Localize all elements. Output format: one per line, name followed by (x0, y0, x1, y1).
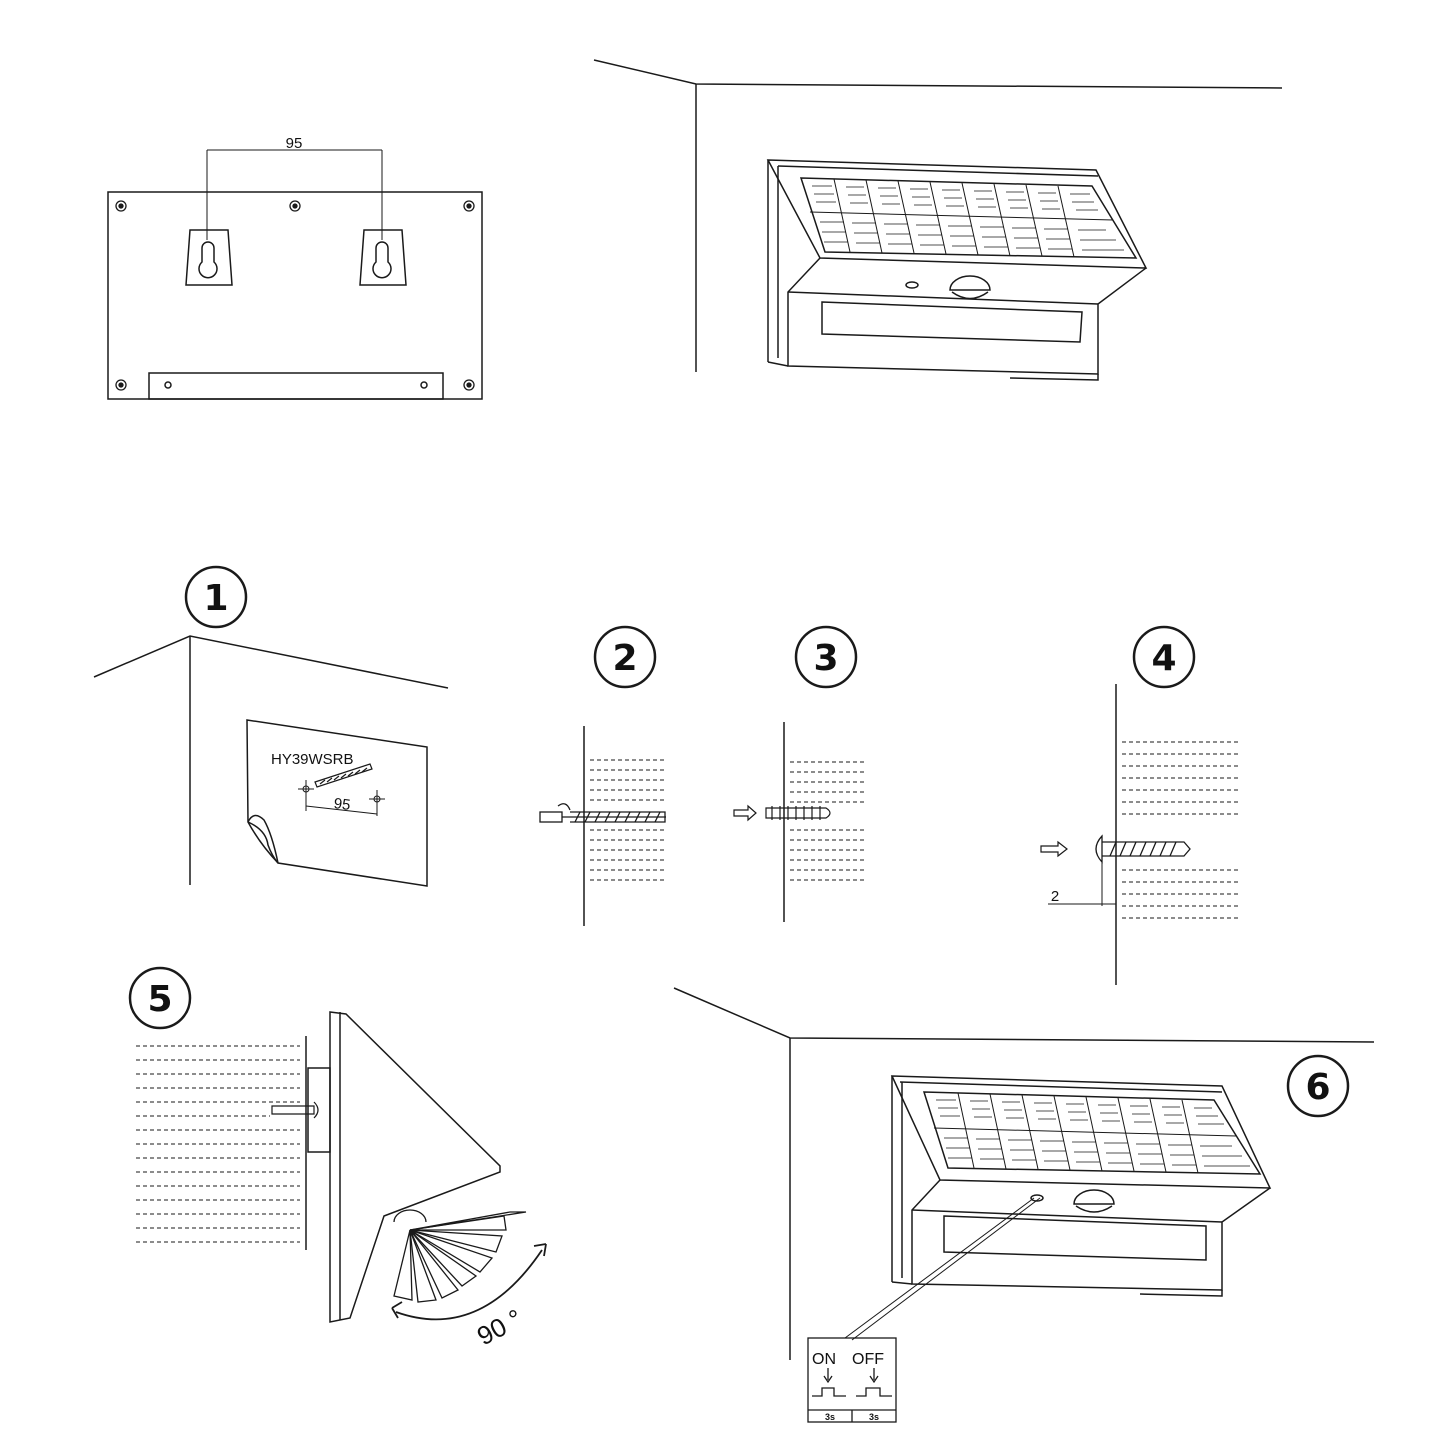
keyhole-slot-left-icon (185, 229, 233, 286)
step-3-number: 3 (813, 638, 838, 679)
press-on-arrow-icon (812, 1368, 846, 1397)
backplate-bottom-bar (148, 372, 444, 400)
switch-on-label: ON (812, 1351, 836, 1368)
backplate-drawing (107, 149, 483, 400)
step-1-badge (184, 565, 248, 629)
step-3: 3 (733, 625, 867, 922)
step-5: 5 90 ° (128, 966, 547, 1351)
keyhole-slot-right-icon (359, 229, 407, 286)
wall-texture-2 (590, 759, 665, 881)
mounting-screw-icons (115, 200, 475, 391)
step-6-number: 6 (1305, 1067, 1330, 1108)
step-4: 4 2 (1040, 625, 1238, 985)
wall-texture-4 (1122, 741, 1238, 919)
switch-off-duration: 3s (869, 1412, 879, 1422)
insert-arrow-icon (733, 804, 757, 822)
pir-sensor-cone-icon (393, 1209, 527, 1303)
wall-texture-3 (790, 761, 867, 881)
step-1: 1 HY39WSRB 95 (93, 565, 449, 887)
backplate-spacing-label: 95 (286, 135, 303, 152)
callout-leader-lines (844, 1197, 1041, 1341)
step-2-badge (593, 625, 657, 689)
motion-sensor-icon-2 (1073, 1189, 1115, 1213)
step-2-number: 2 (612, 638, 637, 679)
drill-bit-icon (314, 763, 373, 788)
drill-hole-markers (298, 780, 385, 816)
step-6-badge (1286, 1054, 1350, 1118)
mounting-screw-side-icon (271, 1101, 319, 1119)
step-3-badge (794, 625, 858, 689)
drilling-template-sheet (246, 719, 428, 887)
motion-sensor-icon (949, 275, 991, 300)
switch-hole-icon (905, 281, 919, 289)
press-off-arrow-icon (856, 1368, 892, 1397)
solar-panel-cells-icon (799, 177, 1138, 259)
mounted-lamp-perspective (593, 59, 1283, 381)
step-4-badge (1132, 625, 1196, 689)
step-5-badge (128, 966, 192, 1030)
lamp-side-profile (271, 1011, 501, 1323)
step-4-number: 4 (1151, 638, 1176, 679)
step-2: 2 (539, 625, 666, 926)
template-model-label: HY39WSRB (271, 751, 354, 768)
switch-off-label: OFF (852, 1351, 884, 1368)
screw-icon (1095, 834, 1191, 864)
template-spacing-label: 95 (333, 795, 352, 814)
drill-into-wall-icon (539, 803, 666, 823)
screw-insert-arrow-icon (1040, 840, 1068, 858)
step-1-number: 1 (203, 578, 228, 619)
wall-plug-icon (765, 806, 831, 820)
solar-panel-cells-icon-2 (922, 1091, 1262, 1175)
switch-button-icon (1030, 1194, 1044, 1202)
on-off-switch-panel (807, 1337, 897, 1423)
spacing-dimension-lines (206, 149, 383, 240)
step-5-number: 5 (147, 979, 172, 1020)
sensor-angle-label: 90 ° (472, 1303, 527, 1351)
screw-gap-label: 2 (1051, 888, 1059, 905)
wall-texture-5 (136, 1045, 300, 1243)
switch-on-duration: 3s (825, 1412, 835, 1422)
rotation-arc-arrow-icon (391, 1243, 547, 1321)
step-6: 6 (673, 987, 1375, 1423)
screw-gap-dimension (1048, 862, 1116, 906)
